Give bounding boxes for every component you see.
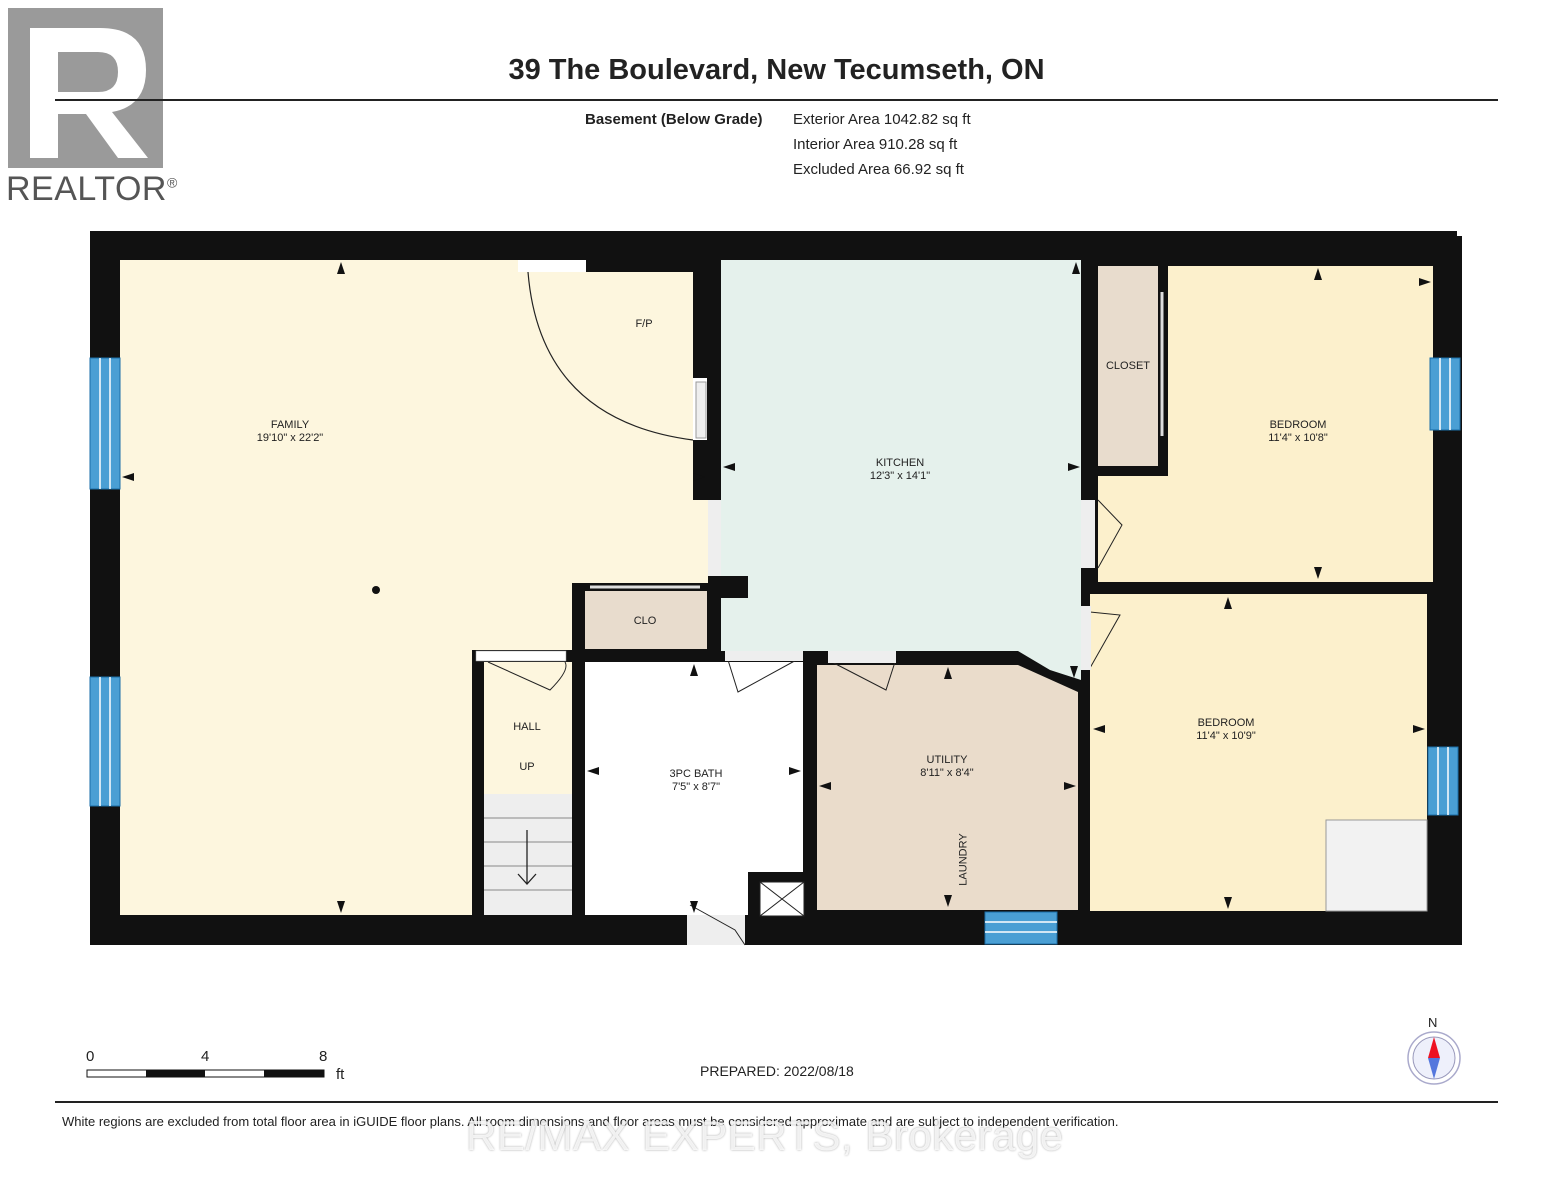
- kitchen-dims: 12'3" x 14'1": [869, 470, 931, 482]
- storage-white: [1325, 819, 1428, 912]
- closet-room: [1098, 266, 1158, 466]
- scale-bar: [86, 1069, 325, 1078]
- fp-label: F/P: [635, 318, 653, 330]
- clo-label: CLO: [633, 615, 657, 627]
- bedroom-1: [1168, 266, 1433, 582]
- prepared-date: PREPARED: 2022/08/18: [700, 1063, 854, 1079]
- level-label: Basement (Below Grade): [585, 111, 763, 128]
- family-name: FAMILY: [270, 419, 310, 431]
- footer-rule: [55, 1101, 1498, 1103]
- bedroom1-label: BEDROOM 11'4" x 10'8": [1248, 419, 1348, 445]
- windows: [89, 357, 1461, 945]
- utility-label: UTILITY 8'11" x 8'4": [897, 754, 997, 780]
- scale-label-4: 4: [201, 1048, 210, 1065]
- fp-door-swing: [527, 271, 694, 441]
- realtor-wordmark: REALTOR®: [6, 170, 178, 208]
- property-title: 39 The Boulevard, New Tecumseth, ON: [508, 54, 1045, 86]
- bedroom-wall: [1098, 582, 1432, 594]
- compass-north-label: N: [1428, 1015, 1438, 1030]
- bedroom1-dims: 11'4" x 10'8": [1268, 432, 1328, 444]
- kitchen-room: [721, 260, 1081, 651]
- bedroom2-dims: 11'4" x 10'9": [1196, 730, 1256, 742]
- bath-label: 3PC BATH 7'5" x 8'7": [646, 768, 746, 794]
- utility-dims: 8'11" x 8'4": [920, 767, 974, 779]
- bedroom2-label: BEDROOM 11'4" x 10'9": [1176, 717, 1276, 743]
- excluded-area: Excluded Area 66.92 sq ft: [793, 161, 964, 178]
- hall-label: HALL: [513, 721, 541, 733]
- footnote: White regions are excluded from total fl…: [62, 1114, 1119, 1129]
- scale-unit: ft: [336, 1066, 345, 1083]
- family-dims: 19'10" x 22'2": [256, 432, 324, 444]
- realtor-logo-icon: [8, 8, 163, 168]
- scale-label-8: 8: [319, 1048, 328, 1065]
- brokerage-watermark: RE/MAX EXPERTS, Brokerage: [466, 1112, 1064, 1159]
- exterior-area: Exterior Area 1042.82 sq ft: [793, 111, 971, 128]
- dimension-arrows: [122, 262, 1431, 913]
- scale-label-0: 0: [86, 1048, 95, 1065]
- kitchen-label: KITCHEN 12'3" x 14'1": [850, 457, 950, 483]
- up-label: UP: [519, 761, 535, 773]
- utility-name: UTILITY: [926, 754, 968, 766]
- closet-label: CLOSET: [1105, 360, 1150, 372]
- bedroom1-name: BEDROOM: [1269, 419, 1327, 431]
- laundry-label: LAUNDRY: [957, 833, 970, 886]
- family-room: [120, 260, 708, 915]
- bath-dims: 7'5" x 8'7": [671, 781, 721, 793]
- interior-area: Interior Area 910.28 sq ft: [793, 136, 958, 153]
- compass-icon: [1407, 1031, 1461, 1085]
- header-rule: [55, 99, 1498, 101]
- family-label: FAMILY 19'10" x 22'2": [240, 419, 340, 445]
- stairs: [484, 794, 572, 915]
- bath-name: 3PC BATH: [669, 768, 723, 780]
- kitchen-name: KITCHEN: [875, 457, 925, 469]
- bedroom2-name: BEDROOM: [1197, 717, 1255, 729]
- utility-room: [817, 665, 1078, 910]
- clo-room: [585, 591, 707, 649]
